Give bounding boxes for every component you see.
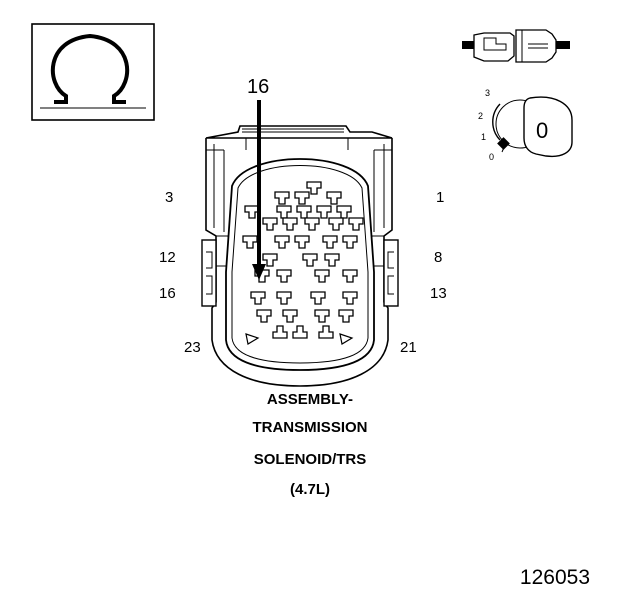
- ignition-position-0: 0: [489, 152, 494, 162]
- pin-cavity: [314, 309, 330, 323]
- figure-number: 126053: [519, 566, 590, 589]
- ohm-symbol-icon: [31, 23, 155, 121]
- pin-cavity: [272, 325, 288, 339]
- pin-16-pointer: [252, 100, 266, 280]
- pin-cavity: [294, 235, 310, 249]
- pin-cavity: [304, 217, 320, 231]
- pin-cavity: [326, 191, 342, 205]
- pin-label-3: 3: [165, 189, 173, 206]
- caption-line-1: ASSEMBLY-: [266, 391, 354, 408]
- pin-cavity: [276, 269, 292, 283]
- ignition-key-position-0: 0: [536, 118, 548, 143]
- pin-cavity: [336, 205, 352, 219]
- pin-cavity: [302, 253, 318, 267]
- connector-icon: [462, 29, 570, 63]
- pin-cavity: [328, 217, 344, 231]
- pin-cavity: [276, 291, 292, 305]
- pin-cavity: [294, 191, 310, 205]
- caption-line-2: TRANSMISSION: [252, 419, 368, 436]
- pin-cavity: [342, 235, 358, 249]
- pin-label-23: 23: [184, 339, 201, 356]
- pin-cavity: [282, 217, 298, 231]
- pin-cavity: [274, 191, 290, 205]
- pin-cavity: [316, 205, 332, 219]
- pin-cavity: [274, 235, 290, 249]
- pin-label-16: 16: [159, 285, 176, 302]
- ignition-key-icon: 0 3 2 1 0: [478, 88, 573, 162]
- pin-label-12: 12: [159, 249, 176, 266]
- pin-label-21: 21: [400, 339, 417, 356]
- pin-cavity: [256, 309, 272, 323]
- pin-cavities: [242, 181, 364, 345]
- ignition-position-1: 1: [481, 132, 486, 142]
- key-notch: [339, 333, 354, 345]
- pin-cavity: [318, 325, 334, 339]
- ignition-position-2: 2: [478, 111, 483, 121]
- pin-label-8: 8: [434, 249, 442, 266]
- pin-cavity: [324, 253, 340, 267]
- pin-cavity: [342, 269, 358, 283]
- caption-line-4: (4.7L): [289, 481, 330, 498]
- key-notch: [245, 333, 260, 345]
- pin-cavity: [292, 325, 308, 339]
- pin-label-13: 13: [430, 285, 447, 302]
- pin-cavity: [310, 291, 326, 305]
- pin-cavity: [314, 269, 330, 283]
- pin-16-callout-label: 16: [247, 76, 269, 98]
- pin-cavity: [306, 181, 322, 195]
- pin-cavity: [348, 217, 364, 231]
- caption-line-3: SOLENOID/TRS: [253, 451, 367, 468]
- pin-cavity: [250, 291, 266, 305]
- pin-cavity: [262, 217, 278, 231]
- pin-label-1: 1: [436, 189, 444, 206]
- pin-cavity: [282, 309, 298, 323]
- pin-cavity: [338, 309, 354, 323]
- pin-cavity: [342, 291, 358, 305]
- pin-cavity: [262, 253, 278, 267]
- connector-housing: [201, 125, 399, 387]
- ignition-position-3: 3: [485, 88, 490, 98]
- pin-cavity: [322, 235, 338, 249]
